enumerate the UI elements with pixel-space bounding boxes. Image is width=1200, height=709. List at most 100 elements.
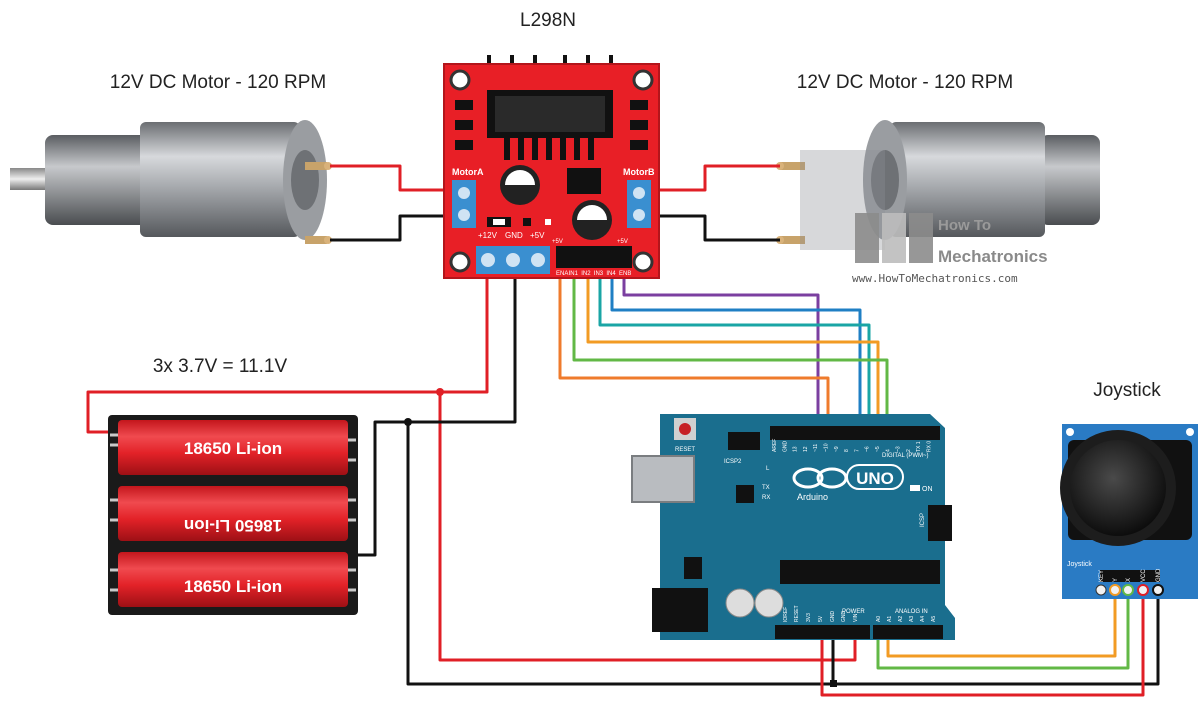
vin-pin: VIN (853, 613, 859, 622)
joystick-pin-labels: KEY Y X VCC GND (1099, 568, 1162, 582)
watermark (855, 213, 933, 263)
battery-cell-1-label: 18650 Li-ion (184, 439, 282, 458)
pin-5v-right-label: +5V (617, 239, 628, 245)
watermark-line2: Mechatronics (938, 247, 1048, 266)
wire-joystick-y (886, 595, 1117, 658)
l298n-pin-ena: ENA (556, 271, 568, 277)
motor-a-label: MotorA (452, 167, 484, 177)
wire-in2 (586, 272, 880, 428)
atmega-chip (780, 560, 940, 584)
digital-pin-3: 12 (803, 446, 809, 452)
battery-cell-2 (118, 486, 348, 541)
l298n-pin-in1: IN1 (569, 271, 579, 277)
joystick-pin-gnd: GND (1156, 568, 1162, 582)
reset-button[interactable] (679, 423, 691, 435)
joystick-board-name: Joystick (1067, 561, 1092, 568)
wire-ena (558, 272, 830, 428)
reset-pin: RESET (794, 605, 800, 622)
l298n-pin-in2: IN2 (581, 271, 591, 277)
digital-pin-0: AREF (772, 439, 778, 452)
wire-motor-b-black (652, 214, 780, 242)
power-jack (652, 588, 708, 632)
battery-cell-1 (118, 420, 348, 475)
digital-pin-10: ~5 (875, 446, 881, 452)
wire-motor-b-red (652, 164, 780, 192)
digital-pin-8: 7 (854, 449, 860, 452)
digital-pin-6: ~9 (834, 446, 840, 452)
wire-motor-a-black (330, 214, 452, 242)
analog-in-label: ANALOG IN (895, 609, 928, 615)
uno-label: UNO (856, 469, 894, 488)
arduino-brand: Arduino (797, 492, 828, 502)
gnd-pin-1: GND (830, 611, 836, 623)
analog-pin-a3: A3 (909, 616, 915, 622)
wire-12v-vin (438, 392, 857, 662)
digital-pin-13: 2 (906, 449, 912, 452)
wire-joystick-vcc (820, 595, 1145, 697)
control-header (556, 246, 632, 268)
digital-pin-12: ~3 (896, 446, 902, 452)
wire-in1 (572, 272, 889, 428)
digital-pin-4: ~11 (813, 444, 819, 452)
howtomechatronics-logo-icon (855, 213, 879, 263)
digital-header (770, 426, 940, 440)
digital-pin-15: RX 0 (927, 441, 933, 452)
digital-pin-5: ~10 (824, 443, 830, 452)
arduino-logo-icon (792, 467, 824, 489)
analog-pin-a0: A0 (876, 616, 882, 622)
wire-gnd-battery (355, 270, 517, 557)
joystick-pin-x: X (1126, 578, 1132, 582)
on-label: ON (922, 486, 933, 493)
driver-title: L298N (520, 10, 576, 31)
joystick-pin-key: KEY (1099, 570, 1105, 582)
icsp-label: ICSP (920, 513, 926, 527)
watermark-url: www.HowToMechatronics.com (852, 272, 1018, 285)
v12-label: +12V (478, 231, 498, 240)
right-motor (776, 120, 1100, 250)
battery-pack (108, 415, 358, 615)
l298n-pin-in3: IN3 (594, 271, 604, 277)
battery-cell-3 (118, 552, 348, 607)
digital-pin-1: GND (782, 441, 788, 453)
digital-label: DIGITAL (PWM~) (882, 453, 929, 459)
ioref-pin: IOREF (783, 607, 789, 622)
l298n-board (443, 55, 660, 279)
power-label: POWER (842, 609, 865, 615)
digital-pin-14: TX 1 (916, 441, 922, 452)
battery-cell-3-label: 18650 Li-ion (184, 577, 282, 596)
joystick-module (1060, 424, 1198, 599)
joystick-pin-vcc: VCC (1141, 569, 1147, 582)
digital-pin-2: 13 (793, 446, 799, 452)
analog-header (873, 625, 943, 639)
wire-in4 (610, 272, 862, 428)
analog-pin-a2: A2 (898, 616, 904, 622)
battery-voltage-label: 3x 3.7V = 11.1V (153, 356, 288, 377)
reset-label: RESET (675, 447, 695, 453)
pin-5v-left-label: +5V (552, 239, 563, 245)
wires (86, 164, 1160, 697)
5v-pin: 5V (818, 615, 824, 622)
analog-pin-a5: A5 (931, 616, 937, 622)
wire-motor-a-red (330, 164, 452, 192)
analog-pin-a4: A4 (920, 616, 926, 622)
wire-enb (622, 272, 820, 428)
motor-b-label: MotorB (623, 167, 655, 177)
arduino-uno (631, 414, 955, 640)
joystick-label: Joystick (1093, 380, 1161, 401)
battery-cell-2-label: 18650 Li-ion (184, 516, 282, 535)
watermark-line1: How To (938, 217, 991, 234)
l298n-pin-in4: IN4 (606, 271, 616, 277)
l-label: L (766, 466, 770, 472)
power-pin-labels: IOREF RESET 3V3 5V GND GND VIN (783, 605, 859, 622)
joystick-pin-y: Y (1113, 578, 1119, 582)
digital-pin-7: 8 (844, 449, 850, 452)
wire-in3 (598, 272, 871, 428)
joystick-knob[interactable] (1070, 440, 1166, 536)
icsp2-label: ICSP2 (724, 459, 742, 465)
motor-left-label: 12V DC Motor - 120 RPM (110, 72, 326, 93)
v5-label: +5V (530, 231, 545, 240)
